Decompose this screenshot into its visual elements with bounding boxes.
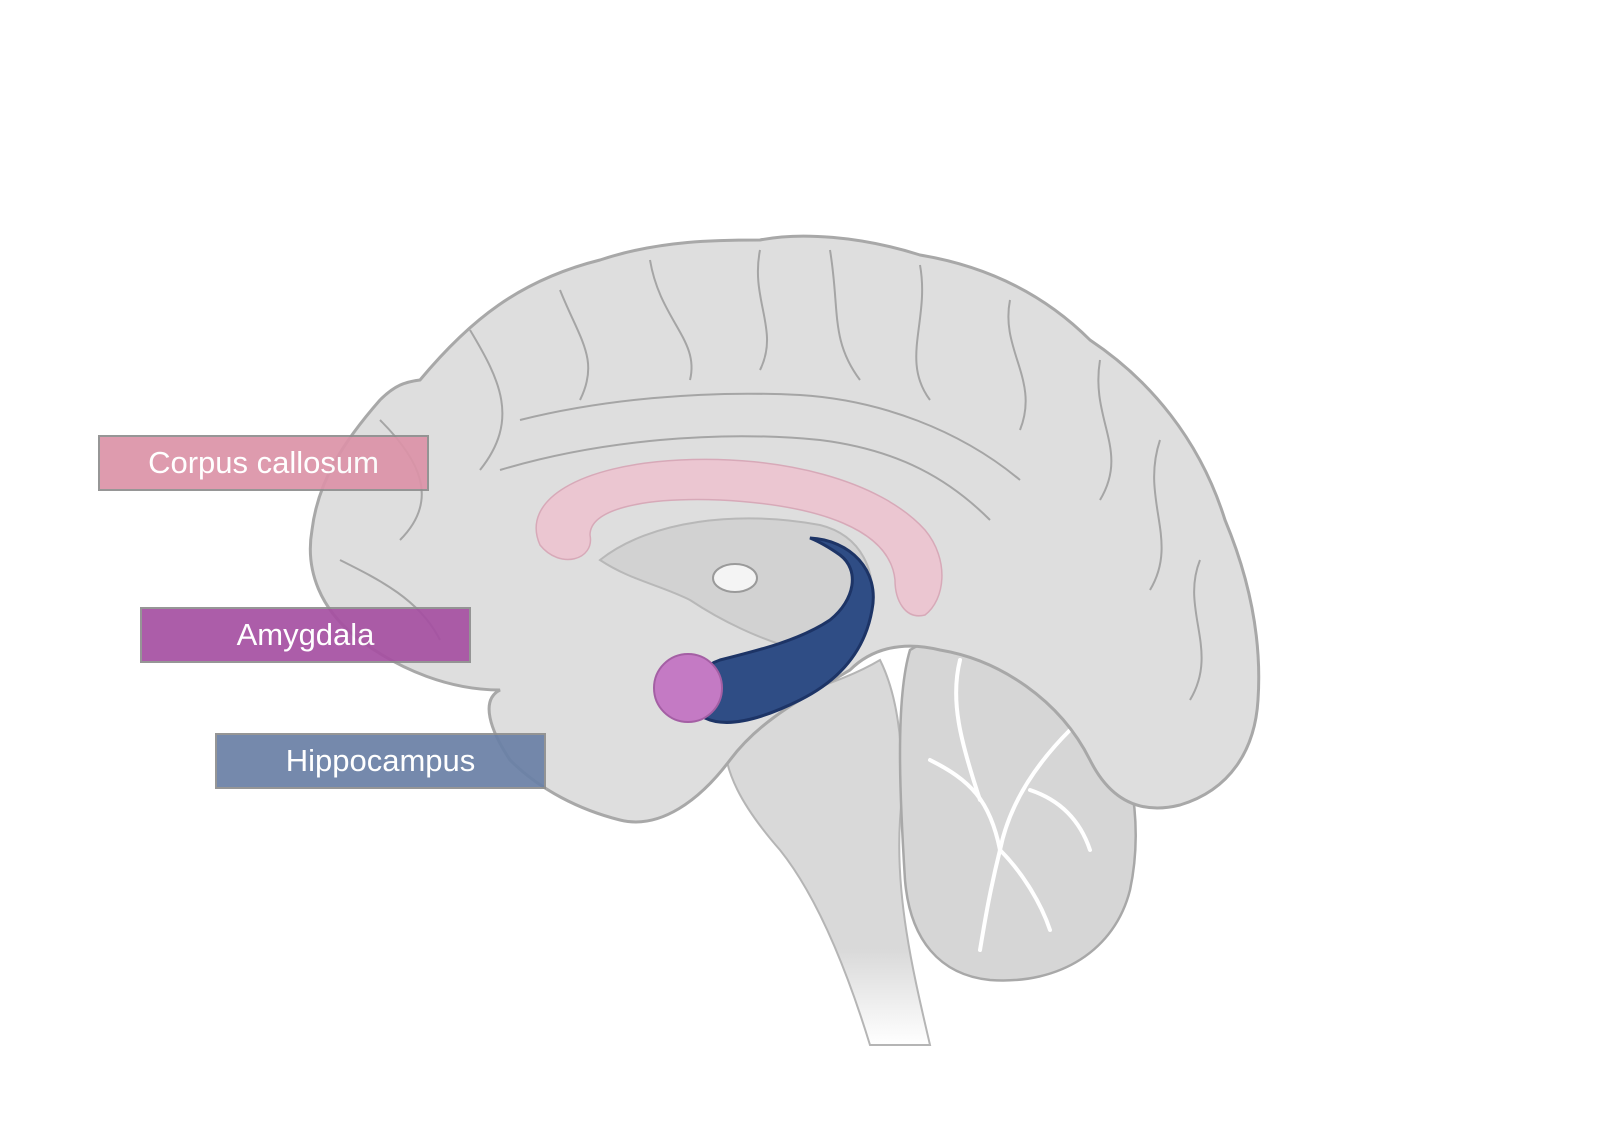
brainstem bbox=[723, 658, 932, 1046]
gyri bbox=[339, 249, 1203, 701]
cerebellum-arbor-vitae bbox=[928, 658, 1092, 952]
hippocampus-label: Hippocampus bbox=[215, 733, 546, 789]
amygdala-label: Amygdala bbox=[140, 607, 471, 663]
corpus-callosum-label-text: Corpus callosum bbox=[148, 445, 379, 480]
corpus-callosum-label: Corpus callosum bbox=[98, 435, 429, 491]
corpus-callosum-region bbox=[535, 458, 943, 617]
amygdala-region bbox=[653, 653, 723, 723]
thalamus bbox=[712, 563, 758, 593]
amygdala-label-text: Amygdala bbox=[236, 617, 375, 652]
hippocampus-label-text: Hippocampus bbox=[285, 743, 476, 778]
